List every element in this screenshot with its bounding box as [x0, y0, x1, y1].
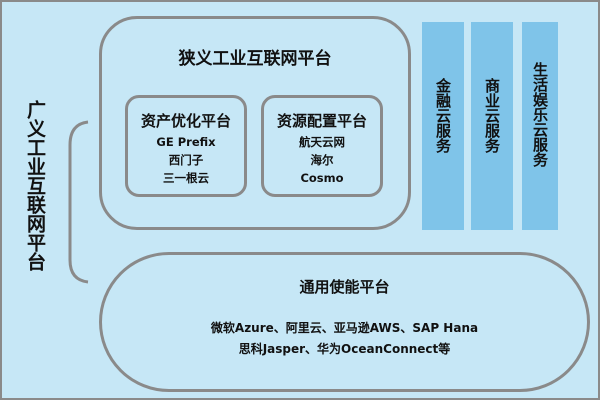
resource-item: 海尔 — [310, 153, 334, 167]
narrow-platform-box: 狭义工业互联网平台 资产优化平台 GE Prefix 西门子 三一根云 资源配置… — [99, 16, 411, 230]
common-platform-line1: 微软Azure、阿里云、亚马逊AWS、SAP Hana — [210, 321, 479, 335]
service-column-commerce: 商业云服务 — [471, 22, 513, 230]
asset-item: 西门子 — [168, 153, 204, 167]
resource-allocation-box: 资源配置平台 航天云网 海尔 Cosmo — [261, 95, 383, 197]
service-column-lifestyle: 生活娱乐云服务 — [522, 22, 558, 230]
narrow-platform-title: 狭义工业互联网平台 — [178, 49, 332, 69]
asset-item: 三一根云 — [163, 171, 209, 185]
service-label: 生活娱乐云服务 — [531, 62, 549, 167]
common-platform-title: 通用使能平台 — [299, 278, 390, 296]
common-platform-line2: 思科Jasper、华为OceanConnect等 — [238, 342, 451, 356]
brace-connector — [68, 120, 89, 284]
service-label: 金融云服务 — [434, 78, 452, 153]
service-column-finance: 金融云服务 — [422, 22, 464, 230]
resource-item: 航天云网 — [299, 135, 345, 149]
service-label: 商业云服务 — [483, 78, 501, 153]
resource-item: Cosmo — [300, 171, 344, 185]
asset-optimization-box: 资产优化平台 GE Prefix 西门子 三一根云 — [125, 95, 247, 197]
common-platform-box: 通用使能平台 微软Azure、阿里云、亚马逊AWS、SAP Hana 思科Jas… — [99, 252, 590, 392]
asset-item: GE Prefix — [156, 135, 216, 149]
resource-title: 资源配置平台 — [276, 112, 367, 130]
broad-platform-label: 广义工业互联网平台 — [24, 100, 46, 271]
asset-title: 资产优化平台 — [140, 112, 231, 130]
